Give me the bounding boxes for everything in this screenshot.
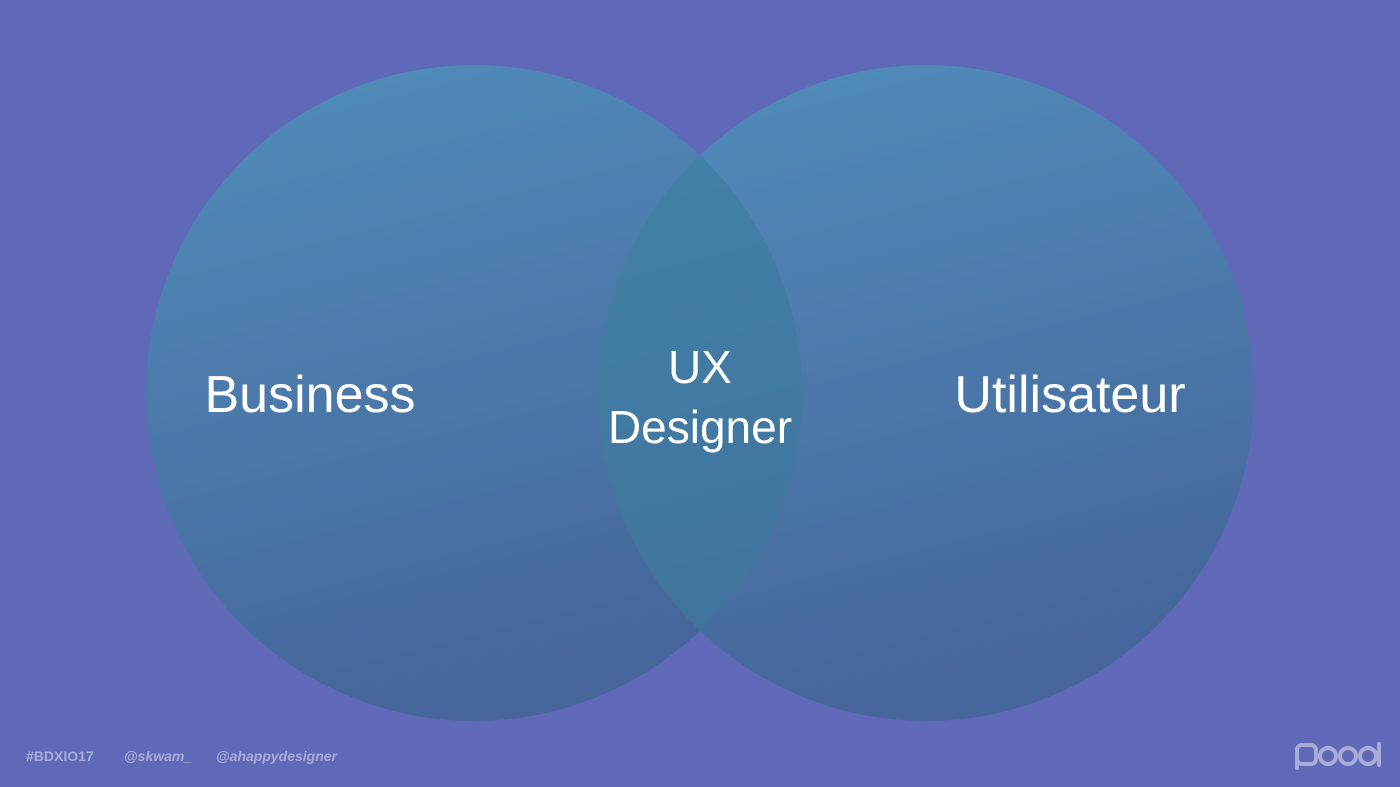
intersection-label: UX Designer <box>590 337 810 457</box>
footer-handle-skwam: @skwam_ <box>124 748 193 764</box>
utilisateur-circle <box>598 65 1254 721</box>
utilisateur-label: Utilisateur <box>954 366 1186 424</box>
footer-handle-ahappydesigner: @ahappydesigner <box>216 748 338 764</box>
business-label: Business <box>204 366 416 424</box>
intersection-label-line-1: UX <box>668 341 732 393</box>
business-circle <box>146 65 802 721</box>
intersection-label-line-2: Designer <box>607 401 793 453</box>
poool-logo <box>1295 742 1381 770</box>
footer-hashtag: #BDXIO17 <box>26 748 94 764</box>
